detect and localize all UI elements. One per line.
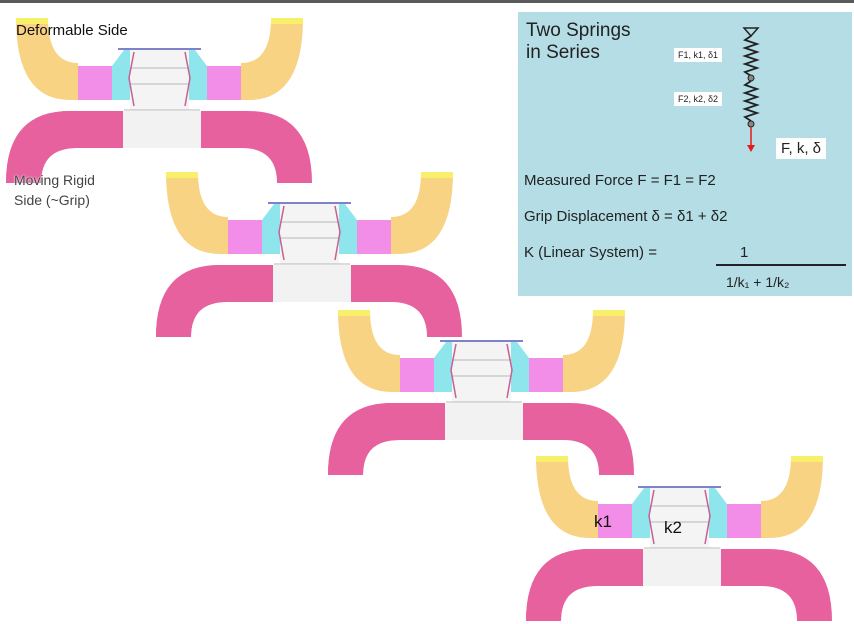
moving-rigid-side-label: Moving Rigid Side (~Grip) (14, 170, 95, 210)
spring2-label: F2, k2, δ2 (674, 92, 723, 106)
panel-title-line1: Two Springs (526, 20, 631, 41)
fraction-denominator: 1/k₁ + 1/k₂ (726, 274, 790, 290)
moving-rigid-line1: Moving Rigid (14, 172, 95, 188)
fraction-numerator: 1 (740, 244, 749, 261)
measured-force-equation: Measured Force F = F1 = F2 (524, 172, 716, 189)
grip-assembly-2 (155, 171, 463, 338)
springs-in-series-panel: Two Springs in Series F1, k1, δ1 F2, k2,… (518, 12, 852, 296)
spring1-label: F1, k1, δ1 (674, 48, 723, 62)
series-spring-icon (742, 27, 760, 152)
grip-assembly-1 (5, 17, 313, 184)
top-border-line (0, 0, 854, 3)
moving-rigid-line2: Side (~Grip) (14, 192, 90, 208)
stiffness-equation-lhs: K (Linear System) = (524, 244, 657, 261)
grip-displacement-equation: Grip Displacement δ = δ1 + δ2 (524, 208, 728, 225)
spring-k2-label: k2 (664, 518, 682, 537)
grip-assembly-3 (327, 309, 635, 476)
panel-title-line2: in Series (526, 42, 600, 63)
fraction-bar (716, 264, 846, 266)
deformable-side-label: Deformable Side (16, 22, 128, 39)
grip-assembly-4 (525, 455, 833, 622)
spring-k1-label: k1 (594, 512, 612, 531)
applied-load-label: F, k, δ (776, 138, 827, 159)
panel-title: Two Springs in Series (526, 20, 631, 64)
